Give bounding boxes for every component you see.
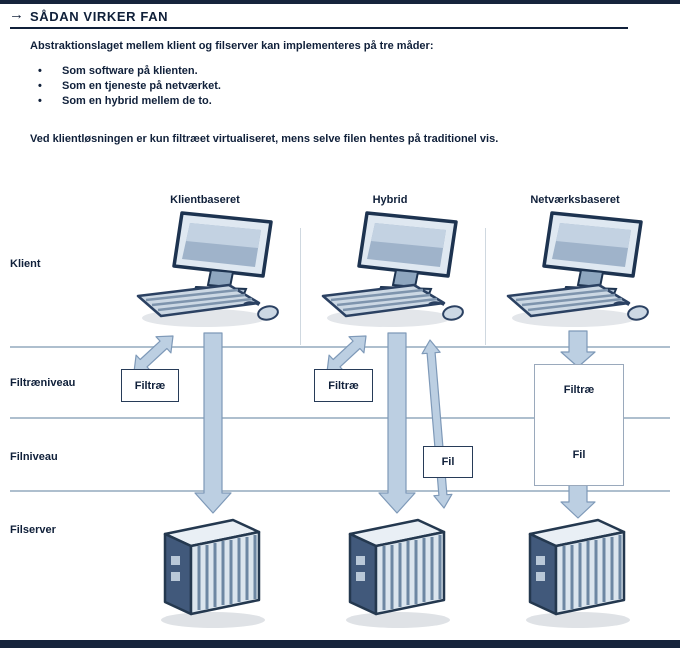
network-level-box: Filtræ Fil <box>534 364 624 486</box>
intro-text: Abstraktionslaget mellem klient og filse… <box>30 40 434 52</box>
bullet-item: • Som en tjeneste på netværket. <box>38 80 598 92</box>
column-header-klientbaseret: Klientbaseret <box>170 194 240 206</box>
divider-line <box>10 346 670 348</box>
intro-note: Ved klientløsningen er kun filtræet virt… <box>30 133 499 145</box>
down-arrow-network-upper <box>560 330 596 368</box>
bullet-item: • Som en hybrid mellem de to. <box>38 95 598 107</box>
arrow-right-icon: → <box>9 6 24 23</box>
file-server-icon <box>522 506 632 630</box>
divider-line <box>10 417 670 419</box>
filtree-box-client: Filtræ <box>121 369 179 402</box>
top-border-bar <box>0 0 680 4</box>
row-label-filserver: Filserver <box>10 524 56 536</box>
bottom-border-bar <box>0 640 680 648</box>
column-header-hybrid: Hybrid <box>372 194 408 206</box>
file-exchange-arrow-hybrid <box>421 339 453 509</box>
bullet-text: Som en hybrid mellem de to. <box>62 95 212 107</box>
bullet-icon: • <box>38 95 42 107</box>
bullet-text: Som en tjeneste på netværket. <box>62 80 221 92</box>
exchange-arrow-hybrid <box>326 335 367 373</box>
exchange-arrow-client <box>133 335 174 373</box>
row-label-filtraeniveau: Filtræniveau <box>10 377 76 389</box>
header-rule <box>10 27 628 29</box>
filtree-box-hybrid: Filtræ <box>314 369 373 402</box>
divider-line <box>10 490 670 492</box>
client-computer-icon <box>132 210 282 332</box>
row-label-klient: Klient <box>10 258 41 270</box>
file-server-icon <box>157 506 267 630</box>
client-computer-icon <box>502 210 652 332</box>
file-box-hybrid: Fil <box>423 446 473 478</box>
page-title: SÅDAN VIRKER FAN <box>30 9 169 24</box>
bullet-item: • Som software på klienten. <box>38 65 598 77</box>
client-computer-icon <box>317 210 467 332</box>
bullet-icon: • <box>38 80 42 92</box>
bullet-list: • Som software på klienten. • Som en tje… <box>38 65 598 110</box>
network-file-label: Fil <box>572 449 586 461</box>
down-arrow-client <box>194 332 232 514</box>
bullet-text: Som software på klienten. <box>62 65 198 77</box>
row-label-filniveau: Filniveau <box>10 451 58 463</box>
down-arrow-hybrid <box>378 332 416 514</box>
column-separator <box>300 228 301 345</box>
bullet-icon: • <box>38 65 42 77</box>
column-header-netvaerksbaseret: Netværksbaseret <box>530 194 620 206</box>
column-separator <box>485 228 486 345</box>
network-filtree-label: Filtræ <box>563 384 595 396</box>
file-server-icon <box>342 506 452 630</box>
